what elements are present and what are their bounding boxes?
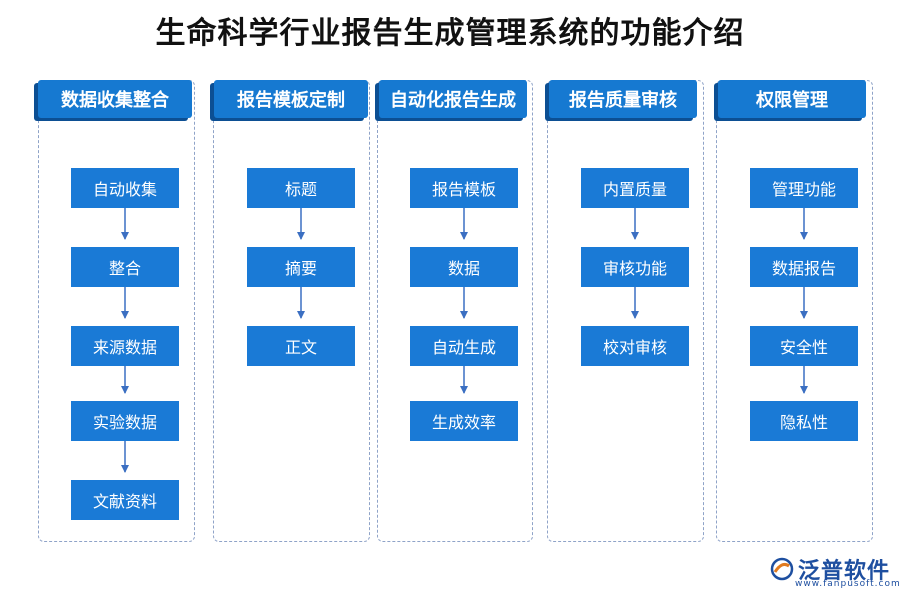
flow-node: 报告模板 — [410, 168, 518, 208]
brand-logo: 泛普软件 — [770, 553, 890, 585]
flow-node: 生成效率 — [410, 401, 518, 441]
flow-node: 正文 — [247, 326, 355, 366]
column-header: 报告质量审核 — [549, 80, 697, 118]
flow-node: 内置质量 — [581, 168, 689, 208]
logo-name: 泛普软件 — [798, 559, 891, 584]
flow-node: 校对审核 — [581, 326, 689, 366]
flow-node: 来源数据 — [71, 326, 179, 366]
flow-node: 管理功能 — [750, 168, 858, 208]
flow-node: 整合 — [71, 247, 179, 287]
logo-url: www.fanpusoft.com — [795, 579, 900, 589]
flow-node: 实验数据 — [71, 401, 179, 441]
flow-node: 自动生成 — [410, 326, 518, 366]
flow-node: 文献资料 — [71, 480, 179, 520]
column-header: 权限管理 — [718, 80, 866, 118]
flow-node: 审核功能 — [581, 247, 689, 287]
flow-node: 摘要 — [247, 247, 355, 287]
column-header: 报告模板定制 — [214, 80, 368, 118]
fanpu-logo-icon — [770, 557, 794, 581]
flow-node: 隐私性 — [750, 401, 858, 441]
flow-node: 自动收集 — [71, 168, 179, 208]
flow-node: 标题 — [247, 168, 355, 208]
page-title: 生命科学行业报告生成管理系统的功能介绍 — [155, 16, 745, 51]
flow-node: 数据 — [410, 247, 518, 287]
column-header: 自动化报告生成 — [379, 80, 527, 118]
flow-node: 数据报告 — [750, 247, 858, 287]
column-header: 数据收集整合 — [38, 80, 192, 118]
flow-node: 安全性 — [750, 326, 858, 366]
